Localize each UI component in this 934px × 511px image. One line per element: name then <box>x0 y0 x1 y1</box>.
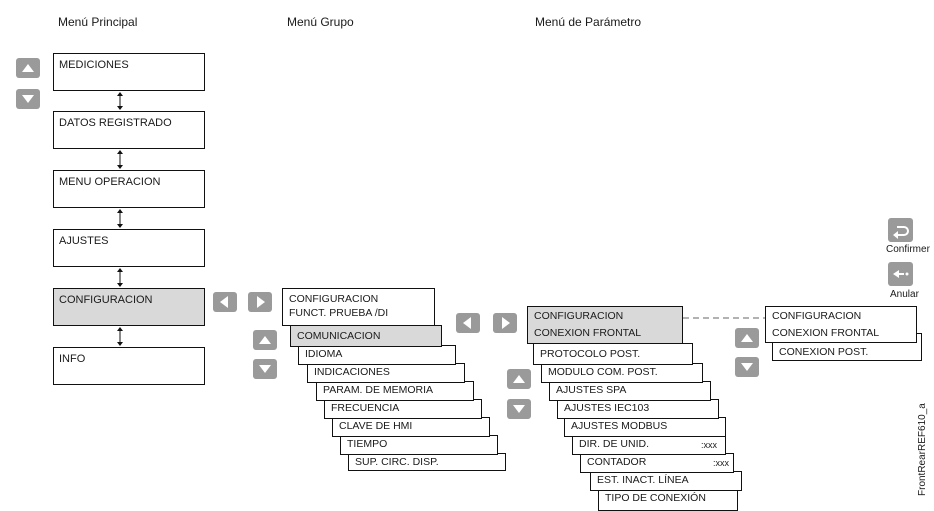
back-arrow-icon <box>893 270 909 278</box>
arrow-down-icon <box>513 405 525 413</box>
detail-header-box: CONFIGURACION CONEXION FRONTAL <box>765 306 917 343</box>
group-item-frecuencia[interactable]: FRECUENCIA <box>324 399 482 419</box>
main-down-button[interactable] <box>16 89 40 109</box>
main-item-menu-operacion[interactable]: MENU OPERACION <box>53 170 205 208</box>
unit-address-value: :xxx <box>700 440 717 450</box>
detail-down-button[interactable] <box>735 357 759 377</box>
double-arrow-icon <box>117 150 123 169</box>
arrow-down-icon <box>22 95 34 103</box>
confirm-label: Confirmer <box>886 244 930 255</box>
param-header-line-1: CONFIGURACION <box>534 310 624 322</box>
group-item-tiempo[interactable]: TIEMPO <box>340 435 498 455</box>
cancel-label: Anular <box>890 289 919 300</box>
group-item-indicaciones[interactable]: INDICACIONES <box>307 363 465 383</box>
param-item-dir-de-unid-label: DIR. DE UNID. <box>579 438 650 450</box>
group-right-button[interactable] <box>493 313 517 333</box>
detail-header-line-1: CONFIGURACION <box>772 310 862 322</box>
main-right-button[interactable] <box>248 292 272 312</box>
dashed-connector <box>683 317 765 319</box>
cancel-button[interactable] <box>888 262 913 286</box>
group-header-line-1: CONFIGURACION <box>289 293 379 305</box>
arrow-left-icon <box>463 317 471 329</box>
detail-up-button[interactable] <box>735 328 759 348</box>
param-item-tipo-de-conexion[interactable]: TIPO DE CONEXIÓN <box>598 489 738 511</box>
group-item-idioma[interactable]: IDIOMA <box>298 345 456 365</box>
enter-return-icon <box>893 226 909 239</box>
group-header-box: CONFIGURACION FUNCT. PRUEBA /DI <box>282 288 435 326</box>
param-item-contador-label: CONTADOR <box>587 456 647 468</box>
arrow-up-icon <box>741 334 753 342</box>
param-up-button[interactable] <box>507 369 531 389</box>
param-header-line-2: CONEXION FRONTAL <box>534 327 642 339</box>
main-item-ajustes[interactable]: AJUSTES <box>53 229 205 267</box>
figure-id: FrontRearREF610_a <box>917 403 928 496</box>
param-item-ajustes-modbus[interactable]: AJUSTES MODBUS <box>564 417 726 437</box>
double-arrow-icon <box>117 92 123 110</box>
param-item-est-inact-linea[interactable]: EST. INACT. LÍNEA <box>590 471 742 491</box>
param-item-modulo-com-post[interactable]: MODULO COM. POST. <box>541 363 703 383</box>
double-arrow-icon <box>117 209 123 228</box>
param-menu-header: Menú de Parámetro <box>535 15 642 29</box>
arrow-right-icon <box>257 296 265 308</box>
group-menu-header: Menú Grupo <box>287 15 354 29</box>
detail-header-line-2: CONEXION FRONTAL <box>772 327 880 339</box>
group-up-button[interactable] <box>253 330 277 350</box>
group-item-sup-circ-disp[interactable]: SUP. CIRC. DISP. <box>348 453 506 471</box>
param-down-button[interactable] <box>507 399 531 419</box>
param-header-box[interactable]: CONFIGURACION CONEXION FRONTAL <box>527 306 683 344</box>
double-arrow-icon <box>117 268 123 287</box>
arrow-left-icon <box>220 296 228 308</box>
main-up-button[interactable] <box>16 58 40 78</box>
group-item-param-de-memoria[interactable]: PARAM. DE MEMORIA <box>316 381 474 401</box>
main-menu-header: Menú Principal <box>58 15 138 29</box>
param-item-ajustes-iec103[interactable]: AJUSTES IEC103 <box>557 399 719 419</box>
arrow-down-icon <box>259 365 271 373</box>
arrow-down-icon <box>741 363 753 371</box>
main-item-info[interactable]: INFO <box>53 347 205 385</box>
main-item-configuracion[interactable]: CONFIGURACION <box>53 288 205 326</box>
group-item-comunicacion[interactable]: COMUNICACION <box>290 325 442 347</box>
main-left-button[interactable] <box>213 292 237 312</box>
main-item-mediciones[interactable]: MEDICIONES <box>53 53 205 91</box>
main-item-datos-registrado[interactable]: DATOS REGISTRADO <box>53 111 205 149</box>
arrow-up-icon <box>259 336 271 344</box>
param-item-protocolo-post[interactable]: PROTOCOLO POST. <box>533 343 693 365</box>
param-item-contador[interactable]: CONTADOR :xxx <box>580 453 734 473</box>
confirm-button[interactable] <box>888 218 913 242</box>
group-header-line-2: FUNCT. PRUEBA /DI <box>289 307 389 319</box>
arrow-up-icon <box>22 64 34 72</box>
group-left-button[interactable] <box>456 313 480 333</box>
group-down-button[interactable] <box>253 359 277 379</box>
double-arrow-icon <box>117 327 123 346</box>
group-item-clave-de-hmi[interactable]: CLAVE DE HMI <box>332 417 490 437</box>
counter-value: :xxx <box>712 458 729 468</box>
arrow-right-icon <box>502 317 510 329</box>
param-item-dir-de-unid[interactable]: DIR. DE UNID. :xxx <box>572 435 726 455</box>
param-item-ajustes-spa[interactable]: AJUSTES SPA <box>549 381 711 401</box>
arrow-up-icon <box>513 375 525 383</box>
